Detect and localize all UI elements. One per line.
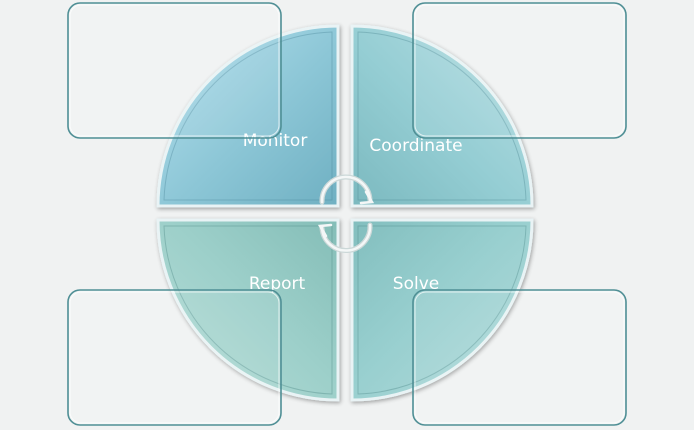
callout-box-top-right[interactable] (412, 2, 627, 139)
quadrant-monitor (156, 24, 340, 208)
quadrant-report-shape (156, 218, 340, 402)
quadrant-solve-shape (350, 218, 534, 402)
label-report: Report (249, 274, 306, 294)
label-coordinate: Coordinate (369, 136, 462, 156)
quadrant-report (156, 218, 340, 402)
callout-box-bottom-right[interactable] (412, 289, 627, 426)
quadrant-coordinate-shape (350, 24, 534, 208)
quadrant-monitor-shape (156, 24, 340, 208)
callout-box-top-left[interactable] (67, 2, 282, 139)
label-solve: Solve (393, 274, 439, 294)
cycle-arrows-icon (317, 174, 375, 254)
quadrant-solve (350, 218, 534, 402)
callout-box-bottom-left[interactable] (67, 289, 282, 426)
quadrant-coordinate (350, 24, 534, 208)
